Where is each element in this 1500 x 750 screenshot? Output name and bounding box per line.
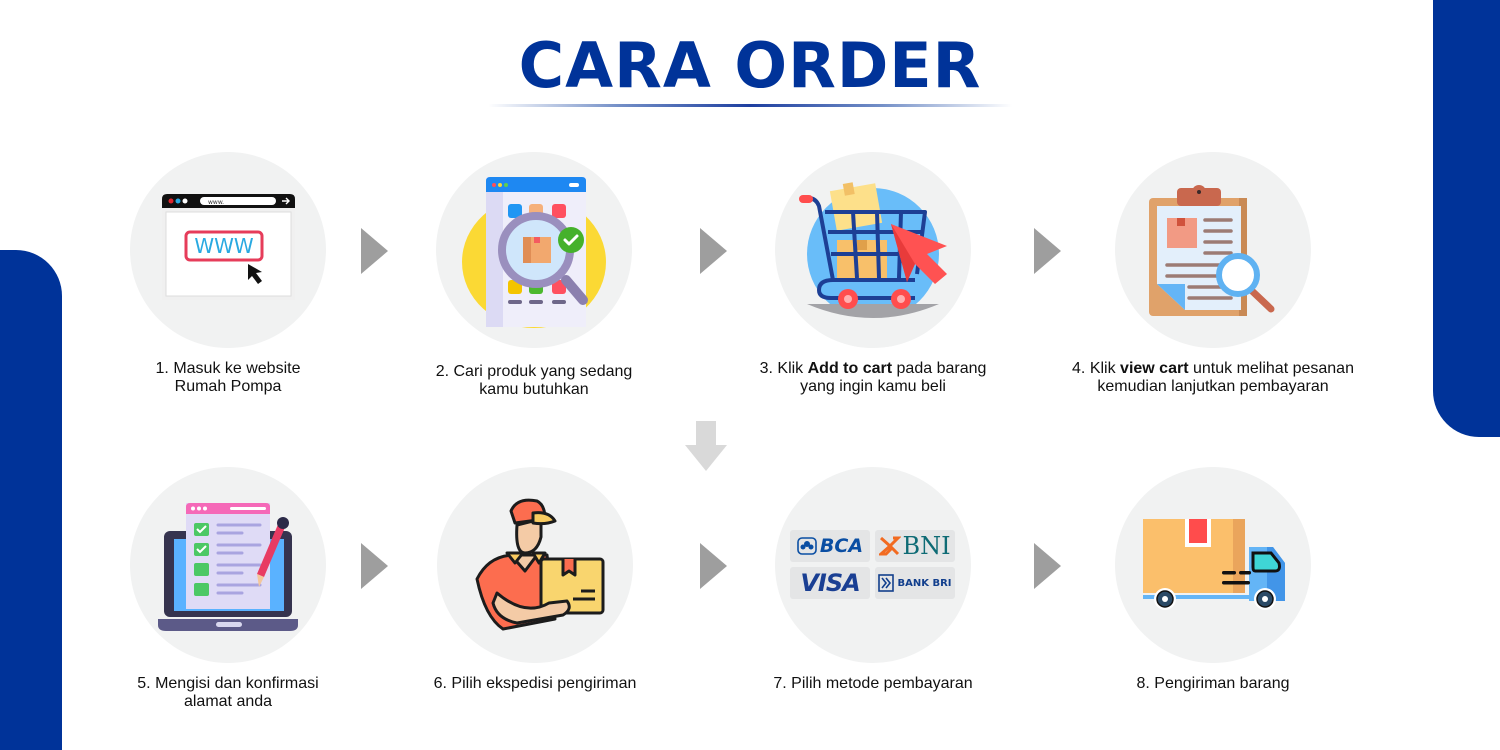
decorative-bar-right bbox=[1433, 0, 1500, 437]
svg-text:www.: www. bbox=[208, 199, 224, 206]
product-search-icon bbox=[462, 177, 606, 328]
step-1-illustration: www. WWW bbox=[130, 152, 326, 348]
step-4-caption: 4. Klik view cart untuk melihat pesanan … bbox=[1072, 360, 1354, 395]
browser-www-icon: www. WWW bbox=[162, 194, 295, 300]
page-title: CARA ORDER bbox=[518, 29, 982, 102]
step-1-caption: 1. Masuk ke website Rumah Pompa bbox=[155, 360, 301, 395]
courier-icon bbox=[475, 498, 605, 631]
step-8-caption: 8. Pengiriman barang bbox=[1136, 675, 1290, 692]
title-underline bbox=[488, 104, 1012, 107]
bri-logo: BANK BRI bbox=[875, 567, 955, 599]
step-2-caption: 2. Cari produk yang sedang kamu butuhkan bbox=[435, 363, 633, 398]
bni-emblem-icon bbox=[879, 536, 902, 556]
arrow-right-icon bbox=[361, 543, 388, 589]
step-7-illustration bbox=[775, 467, 971, 663]
step-5-illustration bbox=[130, 467, 326, 663]
step-3-illustration bbox=[775, 152, 971, 348]
view-cart-emphasis: view cart bbox=[1120, 360, 1189, 377]
arrow-right-icon bbox=[700, 228, 727, 274]
bca-emblem-icon bbox=[797, 537, 817, 555]
add-to-cart-emphasis: Add to cart bbox=[807, 360, 893, 377]
step-8-illustration bbox=[1115, 467, 1311, 663]
visa-logo: VISA bbox=[790, 567, 870, 599]
step-5-caption: 5. Mengisi dan konfirmasi alamat anda bbox=[137, 675, 319, 710]
arrow-right-icon bbox=[700, 543, 727, 589]
shopping-cart-icon bbox=[775, 182, 971, 348]
arrow-right-icon bbox=[361, 228, 388, 274]
svg-text:WWW: WWW bbox=[194, 234, 254, 258]
arrow-right-icon bbox=[1034, 228, 1061, 274]
step-3-caption: 3. Klik Add to cart pada barang yang ing… bbox=[759, 360, 987, 395]
step-4-illustration bbox=[1115, 152, 1311, 348]
bri-emblem-icon bbox=[878, 574, 895, 592]
clipboard-search-icon bbox=[1149, 185, 1275, 316]
decorative-bar-left bbox=[0, 250, 62, 750]
step-6-illustration bbox=[437, 467, 633, 663]
delivery-truck-icon bbox=[1143, 519, 1285, 610]
bni-logo: BNI bbox=[875, 530, 955, 562]
arrow-right-icon bbox=[1034, 543, 1061, 589]
laptop-form-icon bbox=[158, 503, 298, 631]
arrow-down-icon bbox=[685, 421, 727, 471]
step-2-illustration bbox=[436, 152, 632, 348]
step-6-caption: 6. Pilih ekspedisi pengiriman bbox=[433, 675, 637, 692]
bca-logo: BCA bbox=[790, 530, 870, 562]
step-7-caption: 7. Pilih metode pembayaran bbox=[773, 675, 973, 692]
